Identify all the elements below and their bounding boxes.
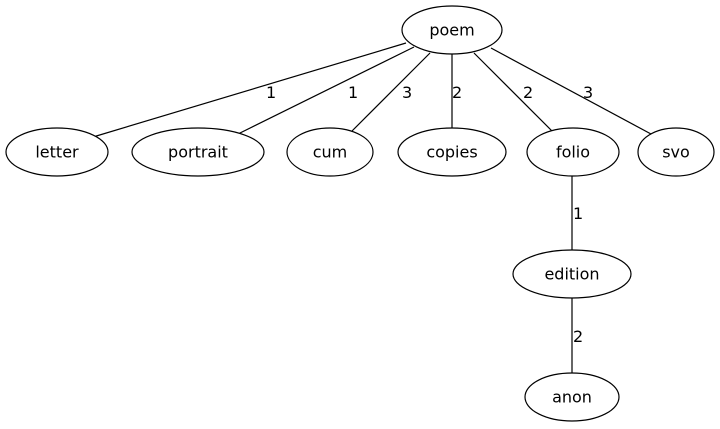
- edge-label-poem-folio: 2: [523, 83, 533, 102]
- node-folio-label: folio: [556, 143, 590, 162]
- edge-label-poem-letter: 1: [266, 83, 276, 102]
- node-anon-label: anon: [552, 388, 592, 407]
- node-letter-label: letter: [35, 143, 79, 162]
- edge-label-poem-cum: 3: [402, 83, 412, 102]
- edge-poem-portrait: [237, 46, 415, 135]
- edge-poem-letter: [92, 42, 407, 138]
- node-cum-label: cum: [313, 143, 348, 162]
- node-folio: folio: [526, 127, 620, 177]
- node-portrait: portrait: [131, 127, 265, 177]
- node-edition-label: edition: [544, 265, 599, 284]
- node-copies-label: copies: [426, 143, 477, 162]
- edge-label-poem-svo: 3: [583, 83, 593, 102]
- node-letter: letter: [5, 127, 109, 177]
- edge-label-folio-edition: 1: [573, 204, 583, 223]
- edge-poem-folio: [473, 52, 553, 132]
- node-svo-label: svo: [662, 143, 690, 162]
- node-cum: cum: [286, 127, 374, 177]
- edge-label-edition-anon: 2: [573, 327, 583, 346]
- node-svo: svo: [637, 127, 715, 177]
- node-edition: edition: [512, 249, 632, 299]
- edge-label-poem-portrait: 1: [348, 83, 358, 102]
- edges: [92, 42, 652, 374]
- edge-poem-cum: [351, 52, 431, 132]
- node-anon: anon: [524, 372, 620, 422]
- edge-labels: 1 1 3 2 2 3 1 2: [266, 83, 593, 346]
- node-poem-label: poem: [429, 21, 474, 40]
- edge-label-poem-copies: 2: [452, 83, 462, 102]
- node-poem: poem: [401, 5, 503, 55]
- node-copies: copies: [397, 127, 507, 177]
- edge-poem-svo: [490, 47, 652, 135]
- node-portrait-label: portrait: [168, 143, 228, 162]
